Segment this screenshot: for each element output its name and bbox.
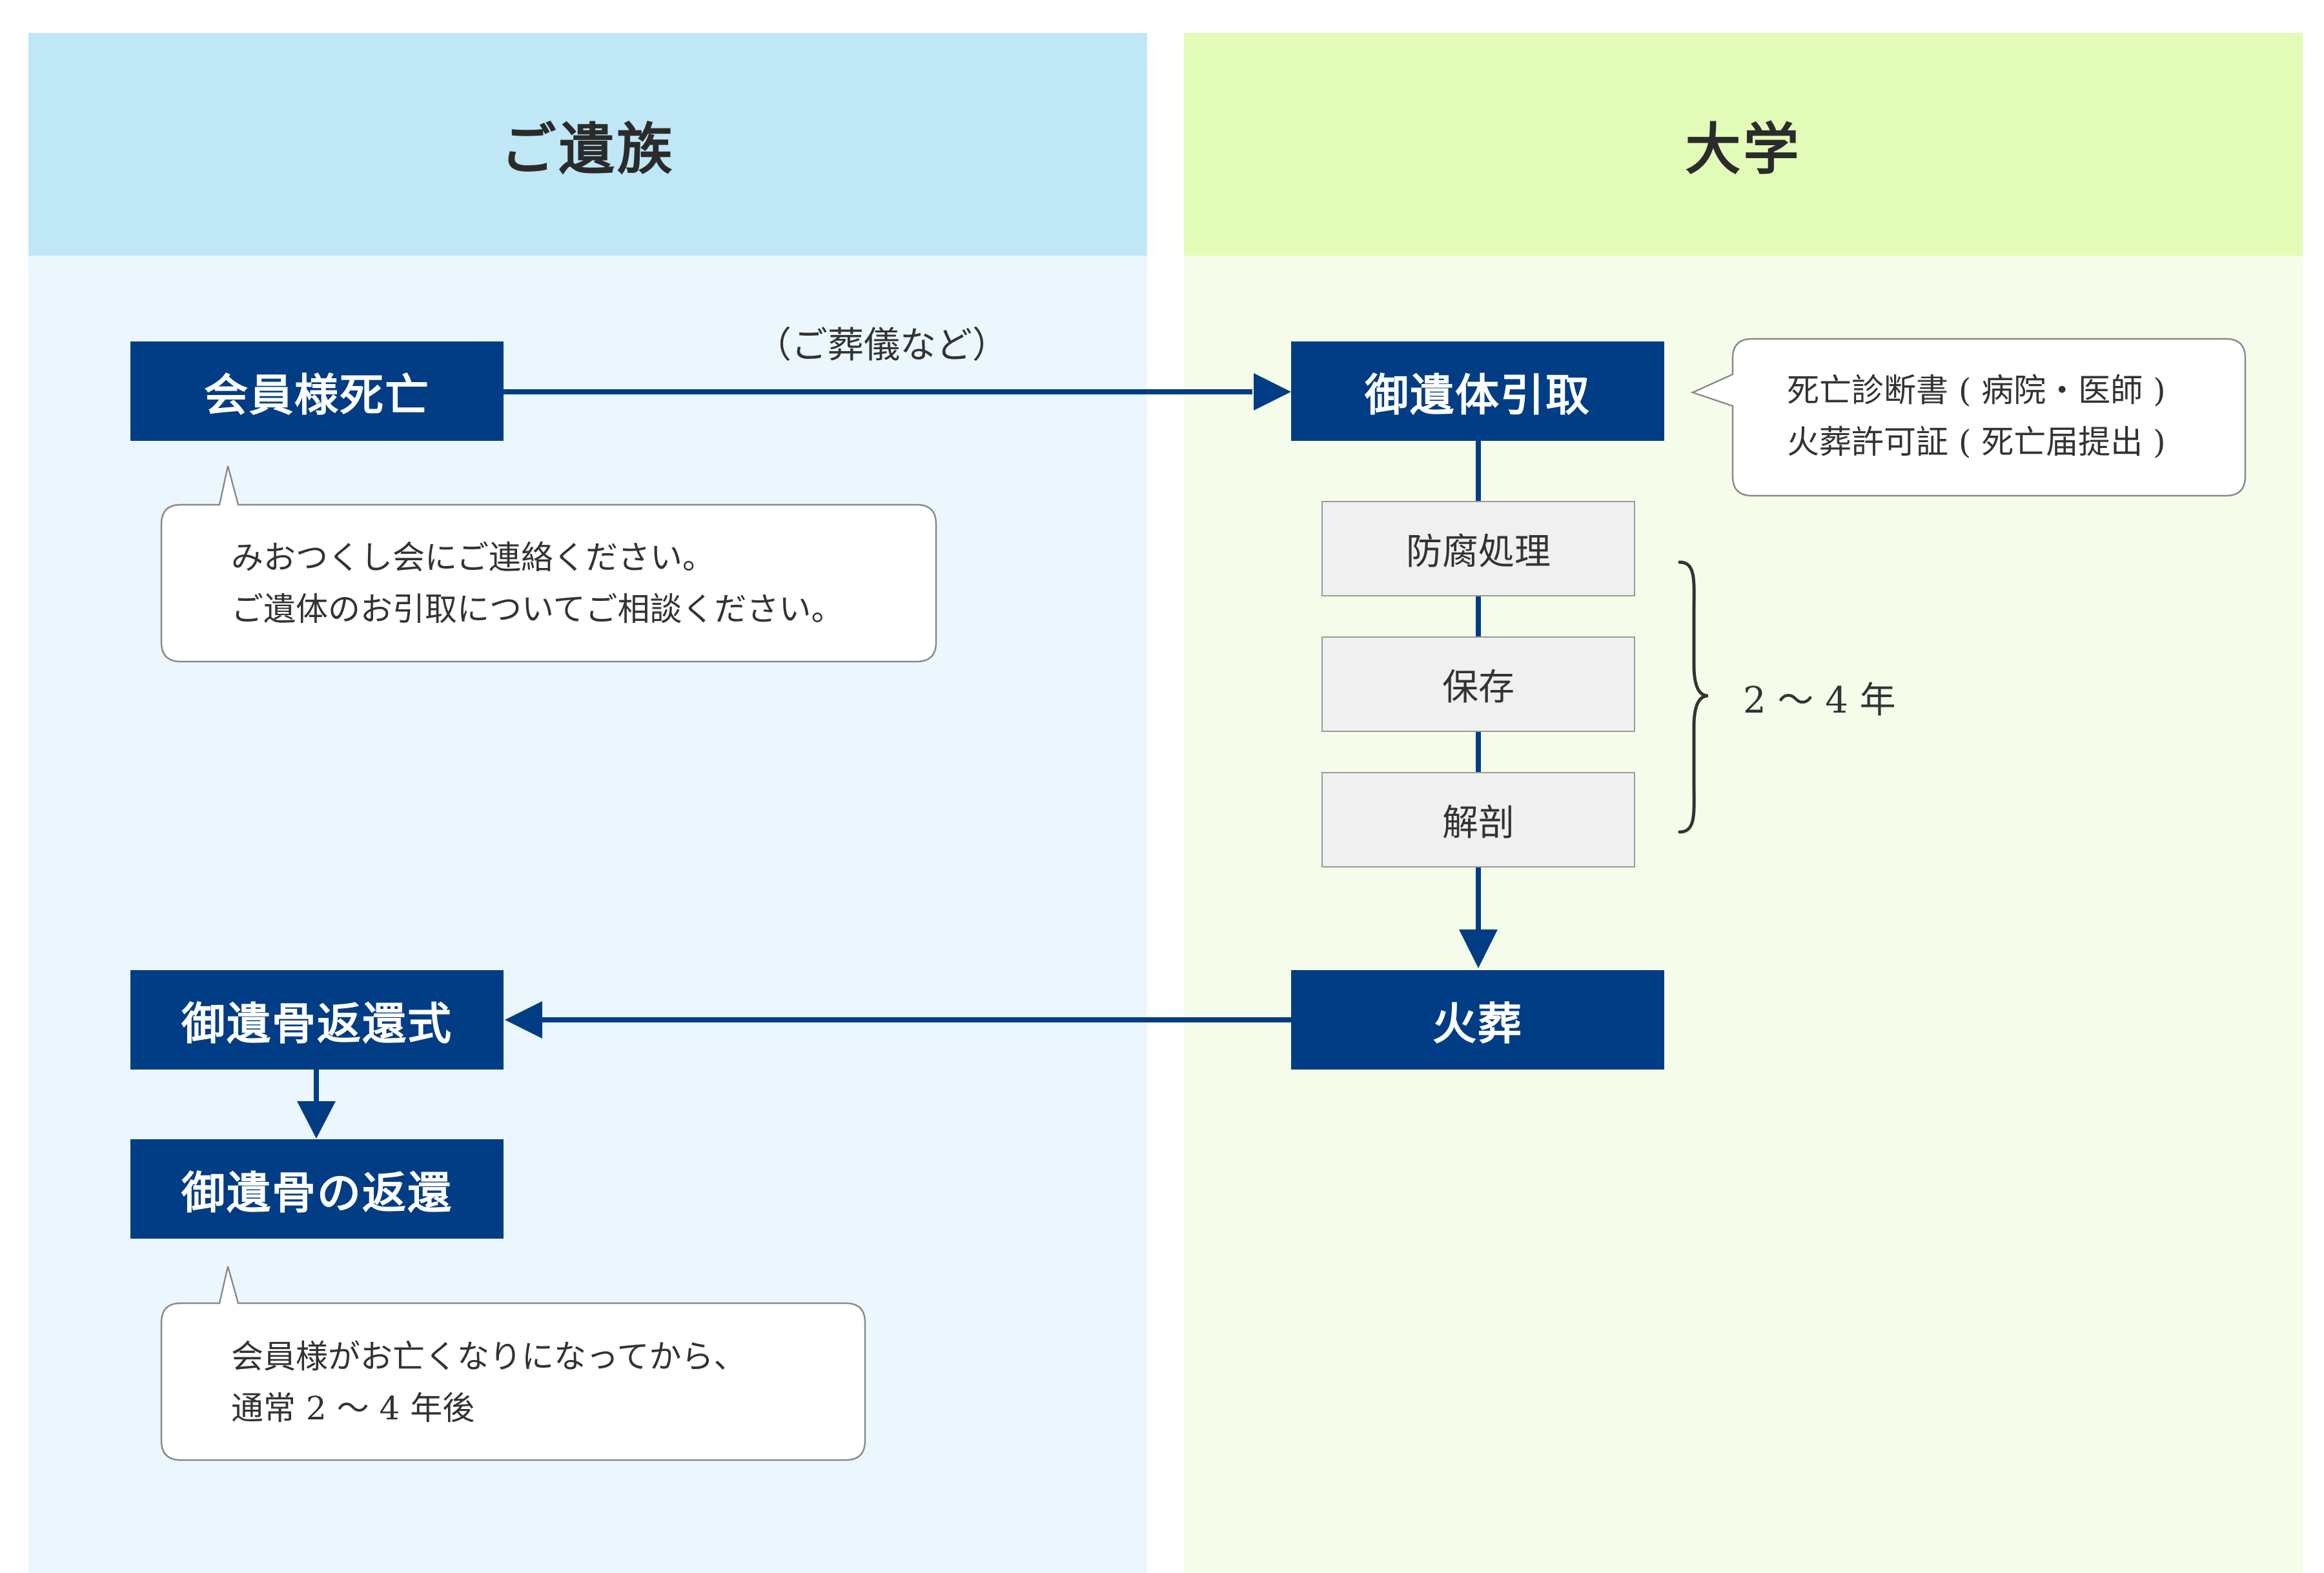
arrowhead-ceremony bbox=[505, 1001, 542, 1039]
bubble-documents-shape bbox=[1690, 338, 2247, 497]
arrowhead-cremation bbox=[1459, 929, 1498, 968]
bubble-documents-line2: 火葬許可証 ( 死亡届提出 ) bbox=[1787, 423, 2166, 461]
node-ashes-ceremony: 御遺骨返還式 bbox=[130, 970, 504, 1070]
bubble-documents-text: 死亡診断書 ( 病院・医師 ) 火葬許可証 ( 死亡届提出 ) bbox=[1787, 365, 2166, 468]
arrowhead-pickup bbox=[1254, 373, 1291, 411]
step-storage: 保存 bbox=[1321, 636, 1635, 732]
node-body-pickup: 御遺体引取 bbox=[1291, 341, 1664, 441]
node-cremation: 火葬 bbox=[1291, 970, 1664, 1070]
university-column-header: 大学 bbox=[1184, 33, 2303, 256]
label-duration: 2 〜 4 年 bbox=[1743, 680, 1896, 722]
bubble-timing-shape bbox=[160, 1266, 866, 1461]
bubble-timing-text: 会員様がお亡くなりになってから、 通常 2 〜 4 年後 bbox=[231, 1331, 746, 1434]
step-embalming: 防腐処理 bbox=[1321, 501, 1635, 596]
bubble-documents-line1: 死亡診断書 ( 病院・医師 ) bbox=[1787, 372, 2166, 409]
bubble-timing-line2: 通常 2 〜 4 年後 bbox=[231, 1390, 475, 1427]
bubble-contact-shape bbox=[160, 465, 937, 663]
node-member-death: 会員様死亡 bbox=[130, 341, 504, 441]
bubble-contact-line2: ご遺体のお引取についてご相談ください。 bbox=[231, 591, 844, 628]
bubble-timing-line1: 会員様がお亡くなりになってから、 bbox=[231, 1338, 746, 1375]
step-dissection: 解剖 bbox=[1321, 772, 1635, 868]
label-funeral: （ご葬儀など） bbox=[755, 325, 1008, 367]
family-column-header: ご遺族 bbox=[28, 33, 1147, 256]
duration-brace bbox=[1678, 560, 1709, 834]
arrowhead-return bbox=[297, 1101, 336, 1139]
bubble-contact-text: みおつくし会にご連絡ください。 ご遺体のお引取についてご相談ください。 bbox=[231, 532, 844, 635]
node-ashes-return: 御遺骨の返還 bbox=[130, 1139, 504, 1239]
bubble-contact-line1: みおつくし会にご連絡ください。 bbox=[231, 539, 715, 576]
